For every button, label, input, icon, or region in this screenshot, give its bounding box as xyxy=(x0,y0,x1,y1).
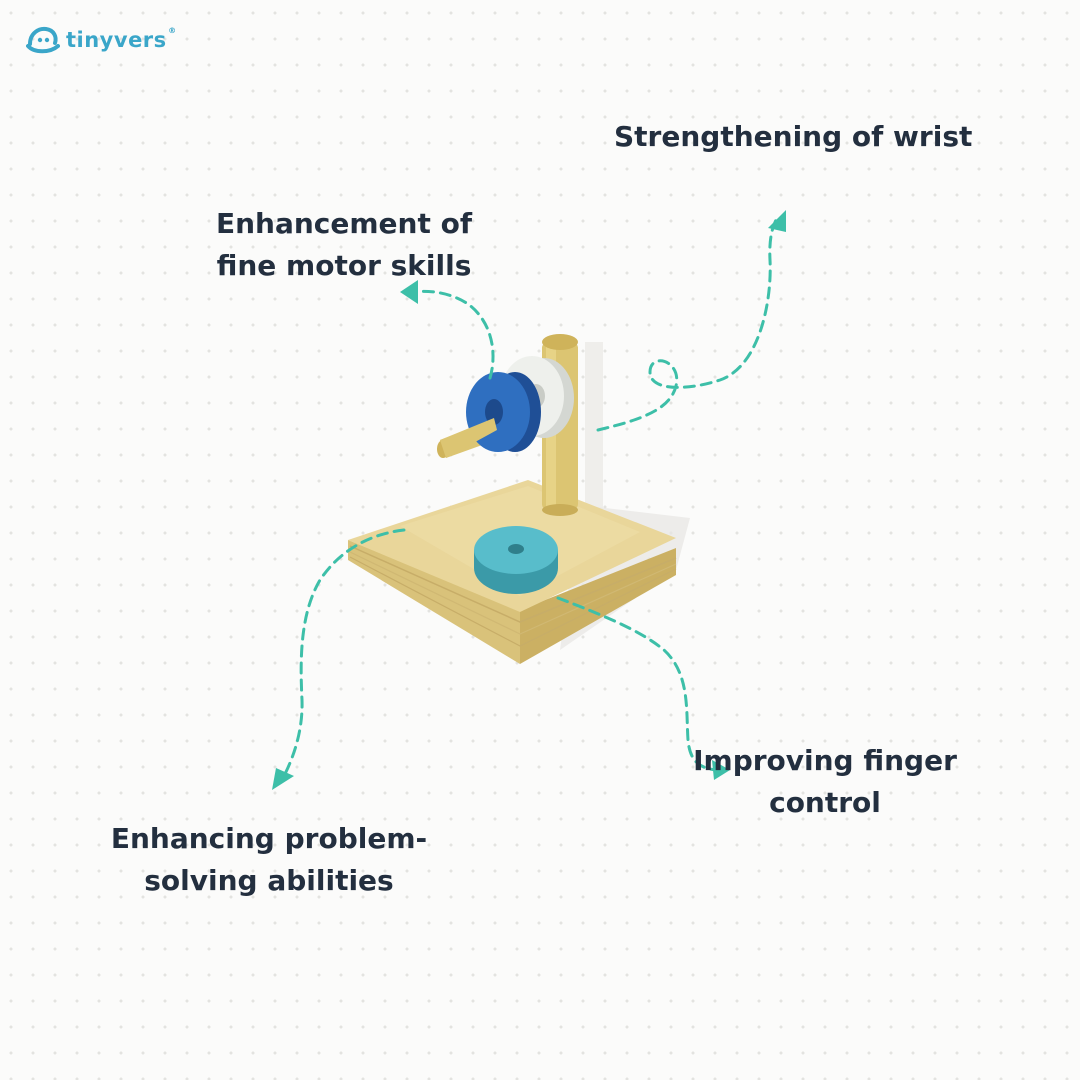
benefit-wrist-label: Strengthening of wrist xyxy=(614,116,972,158)
arrow-problem-solving xyxy=(282,528,406,778)
arrow-fine-motor xyxy=(410,289,495,380)
benefit-wrist-line1: Strengthening of wrist xyxy=(614,120,973,153)
benefit-fine-motor-line1: Enhancement of xyxy=(215,207,473,240)
board-edge-right xyxy=(520,548,676,664)
arrowhead-wrist xyxy=(768,210,786,232)
board-edge-left xyxy=(348,540,520,664)
blue-ring xyxy=(440,372,541,458)
registered-mark: ® xyxy=(168,26,177,35)
arrowhead-problem-solving xyxy=(272,768,294,790)
benefit-finger-control-line2: control xyxy=(769,786,881,819)
arrow-wrist xyxy=(596,218,778,432)
dashed-curved-arrow-icon xyxy=(272,210,786,790)
teal-ring xyxy=(474,526,558,594)
benefit-problem-solving-line2: solving abilities xyxy=(144,864,394,897)
arrowhead-fine-motor xyxy=(400,280,418,304)
smiling-face-icon xyxy=(26,26,60,54)
benefit-problem-solving-label: Enhancing problem- solving abilities xyxy=(104,818,434,902)
benefit-finger-control-label: Improving finger control xyxy=(690,740,960,824)
brand-logo: tinyvers® xyxy=(26,26,177,54)
arrowhead-finger-control xyxy=(712,760,730,780)
benefit-fine-motor-line2: fine motor skills xyxy=(216,249,472,282)
post-shadow xyxy=(585,342,603,512)
benefit-problem-solving-line1: Enhancing problem- xyxy=(110,822,428,855)
brand-name: tinyvers® xyxy=(66,26,177,52)
benefit-fine-motor-label: Enhancement of fine motor skills xyxy=(212,203,476,287)
arrow-finger-control xyxy=(556,596,718,772)
benefit-finger-control-line1: Improving finger xyxy=(693,744,957,777)
